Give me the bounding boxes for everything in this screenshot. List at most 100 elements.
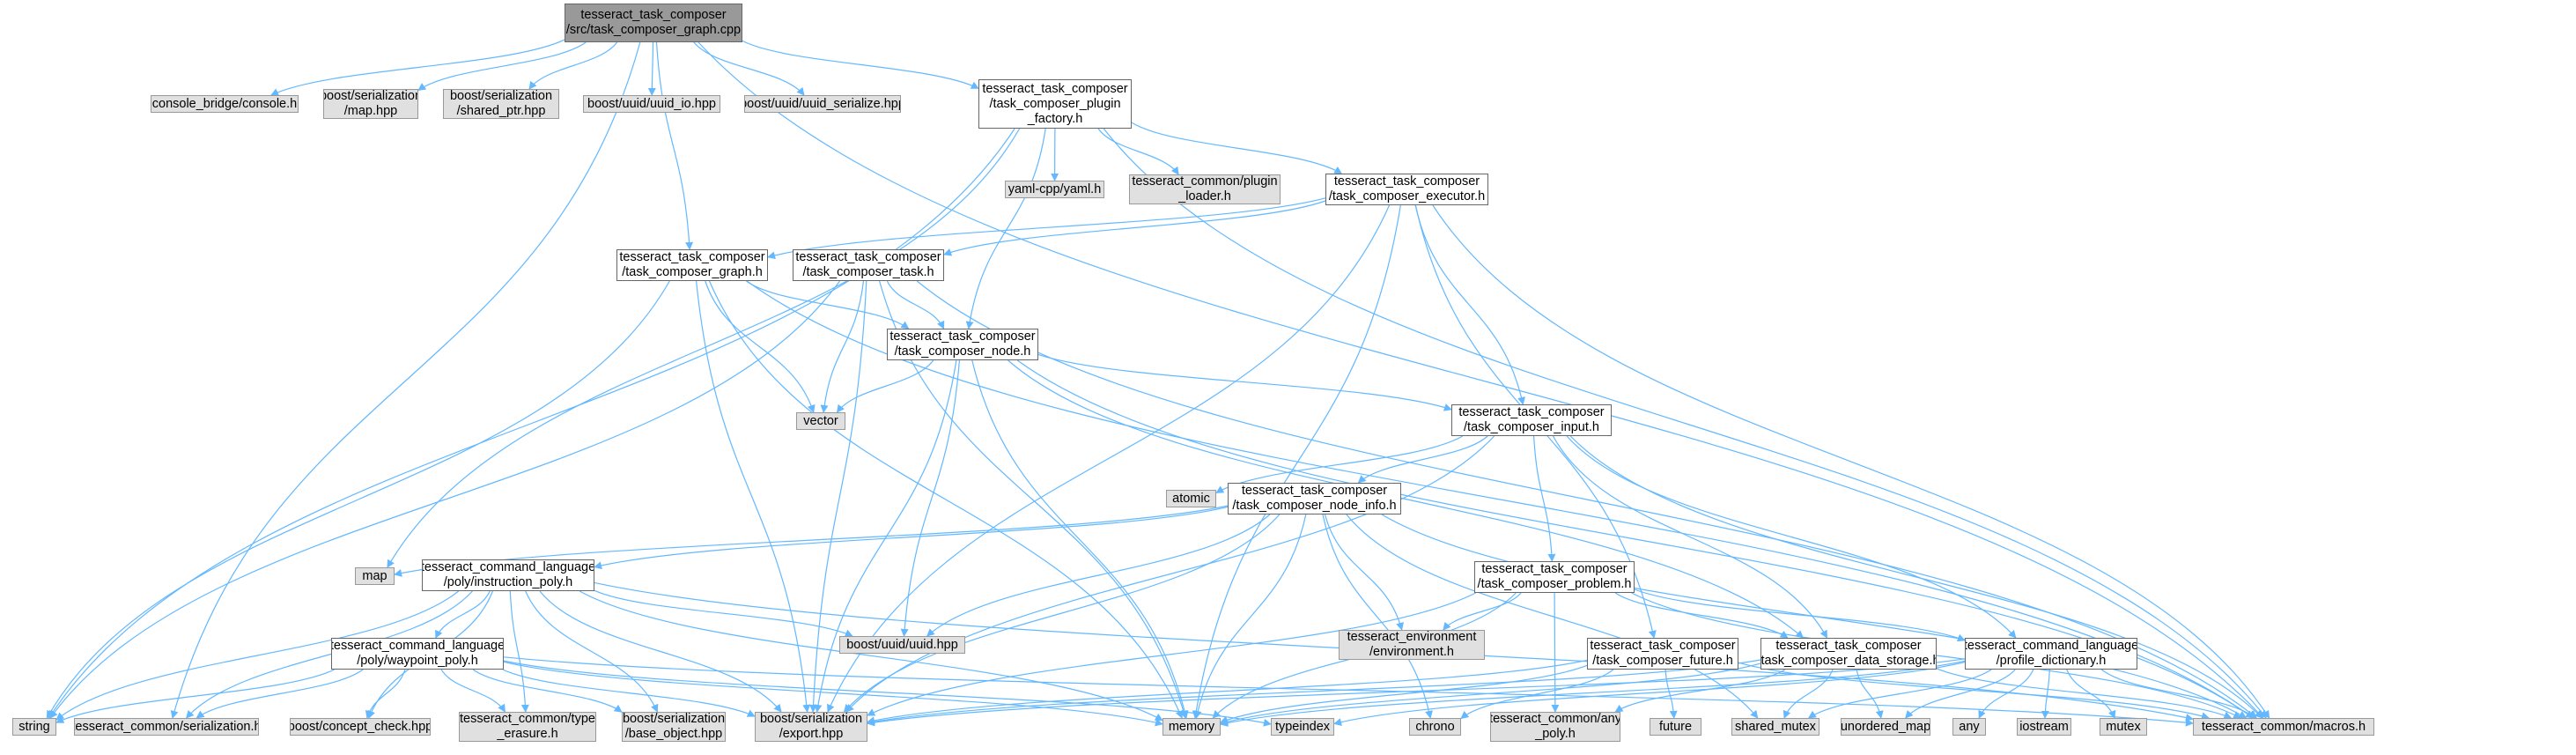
node-label-line: string (18, 719, 50, 734)
graph-node-plugin-factory[interactable]: tesseract_task_composer/task_composer_pl… (978, 79, 1132, 129)
node-label-line: unordered_map (1841, 719, 1930, 734)
graph-node-env-h: tesseract_environment/environment.h (1339, 630, 1485, 660)
graph-node-boost-uuid-serialize: boost/uuid/uuid_serialize.hpp (744, 95, 901, 113)
edge-instruction-poly-to-string (55, 590, 460, 721)
edge-input-h-to-problem-h (1533, 435, 1556, 562)
edge-data-storage-h-to-memory (1220, 662, 1761, 726)
graph-node-iostream: iostream (2017, 718, 2071, 736)
edge-executor-to-task-h (943, 200, 1326, 256)
edge-profile-dict-to-memory (1220, 660, 1966, 727)
edge-node-h-to-vector (836, 359, 934, 413)
graph-node-plugin-loader: tesseract_common/plugin_loader.h (1129, 174, 1281, 204)
node-label-line: boost/concept_check.hpp (290, 719, 431, 734)
node-label-line: any (1959, 719, 1980, 734)
node-label-line: /task_composer_input.h (1464, 420, 1599, 434)
graph-node-waypoint-poly[interactable]: tesseract_command_language/poly/waypoint… (331, 638, 504, 670)
edge-root-to-boost-uuid-io (647, 41, 656, 96)
graph-node-profile-dict[interactable]: tesseract_command_language/profile_dicti… (1965, 638, 2137, 670)
edge-plugin-factory-to-string (48, 128, 1015, 719)
edge-node-info-h-to-export-hpp (843, 514, 1281, 713)
graph-node-task-h[interactable]: tesseract_task_composer/task_composer_ta… (793, 249, 944, 281)
edge-data-storage-h-to-shared-mutex (1783, 669, 1834, 719)
node-label-line: boost/uuid/uuid_serialize.hpp (744, 96, 901, 111)
node-label-line: typeindex (1274, 719, 1331, 734)
graph-node-boost-ser-shared-ptr: boost/serialization/shared_ptr.hpp (443, 89, 559, 119)
node-label-line: iostream (2019, 719, 2069, 734)
graph-node-string: string (12, 718, 56, 736)
edge-node-info-h-to-chrono (1322, 514, 1433, 719)
node-label-line: boost/serialization (449, 89, 553, 103)
node-label-line: boost/uuid/uuid_io.hpp (587, 96, 716, 111)
graph-node-memory: memory (1163, 718, 1221, 736)
edge-executor-to-export-hpp (827, 204, 1391, 713)
node-label-line: _factory.h (1027, 111, 1083, 126)
graph-node-mutex: mutex (2100, 718, 2147, 736)
node-label-line: atomic (1172, 491, 1210, 506)
edge-graph-h-to-string (46, 280, 670, 719)
graph-node-boost-uuid-io: boost/uuid/uuid_io.hpp (583, 95, 720, 113)
edge-node-info-h-to-uuid-hpp (926, 514, 1271, 637)
edge-input-h-to-node-info-h (1357, 435, 1488, 484)
graph-node-type-erasure: tesseract_common/type_erasure.h (459, 712, 596, 742)
node-label-line: tesseract_task_composer (1458, 405, 1605, 419)
node-label-line: map (362, 568, 388, 583)
graph-node-unordered-map: unordered_map (1841, 718, 1930, 736)
edge-task-h-to-macros-h (916, 280, 2257, 719)
node-label-line: /task_composer_node_info.h (1232, 499, 1397, 513)
edge-instruction-poly-to-base-object (525, 590, 659, 713)
edge-node-info-h-to-shared-mutex (1346, 514, 1759, 719)
graph-node-node-h[interactable]: tesseract_task_composer/task_composer_no… (887, 329, 1038, 360)
edge-graph-h-to-node-h (746, 280, 910, 329)
graph-node-executor[interactable]: tesseract_task_composer/task_composer_ex… (1325, 174, 1488, 205)
node-label-line: /poly/waypoint_poly.h (357, 654, 478, 668)
edge-plugin-factory-to-plugin-loader (1097, 128, 1179, 175)
edge-profile-dict-to-typeindex (1333, 662, 1966, 726)
edge-root-to-boost-ser-shared-ptr (528, 41, 618, 90)
edge-plugin-factory-to-node-h (965, 128, 1046, 329)
edge-profile-dict-to-mutex (2066, 669, 2116, 719)
edge-root-to-plugin-factory (742, 40, 979, 89)
edge-instruction-poly-to-export-hpp (539, 590, 782, 713)
graph-node-instruction-poly[interactable]: tesseract_command_language/poly/instruct… (422, 559, 594, 591)
node-label-line: /task_composer_plugin (989, 96, 1121, 111)
edge-future-h-to-memory (1220, 664, 1588, 724)
edge-plugin-factory-to-map (387, 128, 1021, 568)
graph-node-future-h[interactable]: tesseract_task_composer/task_composer_fu… (1587, 638, 1738, 670)
node-label-line: /base_object.hpp (624, 727, 723, 741)
graph-node-input-h[interactable]: tesseract_task_composer/task_composer_in… (1451, 404, 1612, 436)
edge-waypoint-poly-to-export-hpp (502, 669, 756, 717)
node-label-line: mutex (2106, 719, 2141, 734)
edge-future-h-to-export-hpp (867, 659, 1588, 725)
edge-root-to-boost-ser-map (417, 41, 587, 92)
edge-waypoint-poly-to-memory (503, 661, 1163, 727)
graph-node-node-info-h[interactable]: tesseract_task_composer/task_composer_no… (1228, 483, 1401, 514)
graph-node-data-storage-h[interactable]: tesseract_task_composer/task_composer_da… (1760, 638, 1937, 670)
edge-profile-dict-to-any (1978, 669, 2034, 719)
node-label-line: tesseract_task_composer (619, 250, 765, 264)
node-label-line: tesseract_task_composer (1241, 484, 1388, 498)
edge-root-to-serialization-h (170, 41, 641, 719)
edge-input-h-to-profile-dict (1566, 435, 2017, 639)
node-label-line: boost/serialization (759, 712, 863, 726)
edge-instruction-poly-to-waypoint-poly (435, 590, 491, 639)
edge-profile-dict-to-unordered-map (1905, 669, 2016, 719)
node-label-line: tesseract_task_composer (1775, 639, 1922, 653)
node-label-line: tesseract_environment (1347, 630, 1477, 644)
node-label-line: /export.hpp (779, 727, 844, 741)
edge-instruction-poly-to-serialization-h (185, 590, 473, 719)
edge-instruction-poly-to-type-erasure (509, 590, 529, 713)
edge-problem-h-to-profile-dict (1634, 588, 1966, 642)
node-label-line: tesseract_task_composer (982, 81, 1128, 96)
graph-node-problem-h[interactable]: tesseract_task_composer/task_composer_pr… (1474, 561, 1635, 593)
edge-data-storage-h-to-export-hpp (867, 659, 1761, 726)
edge-profile-dict-to-iostream (2041, 669, 2050, 719)
node-label-line: /profile_dictionary.h (1996, 654, 2107, 668)
node-label-line: tesseract_common/serialization.h (74, 719, 259, 734)
node-label-line: tesseract_task_composer (795, 250, 941, 264)
graph-node-serialization-h: tesseract_common/serialization.h (74, 718, 259, 736)
edge-input-h-to-data-storage-h (1552, 435, 1828, 639)
graph-node-graph-h[interactable]: tesseract_task_composer/task_composer_gr… (616, 249, 768, 281)
edge-waypoint-poly-to-concept-check (365, 669, 406, 719)
